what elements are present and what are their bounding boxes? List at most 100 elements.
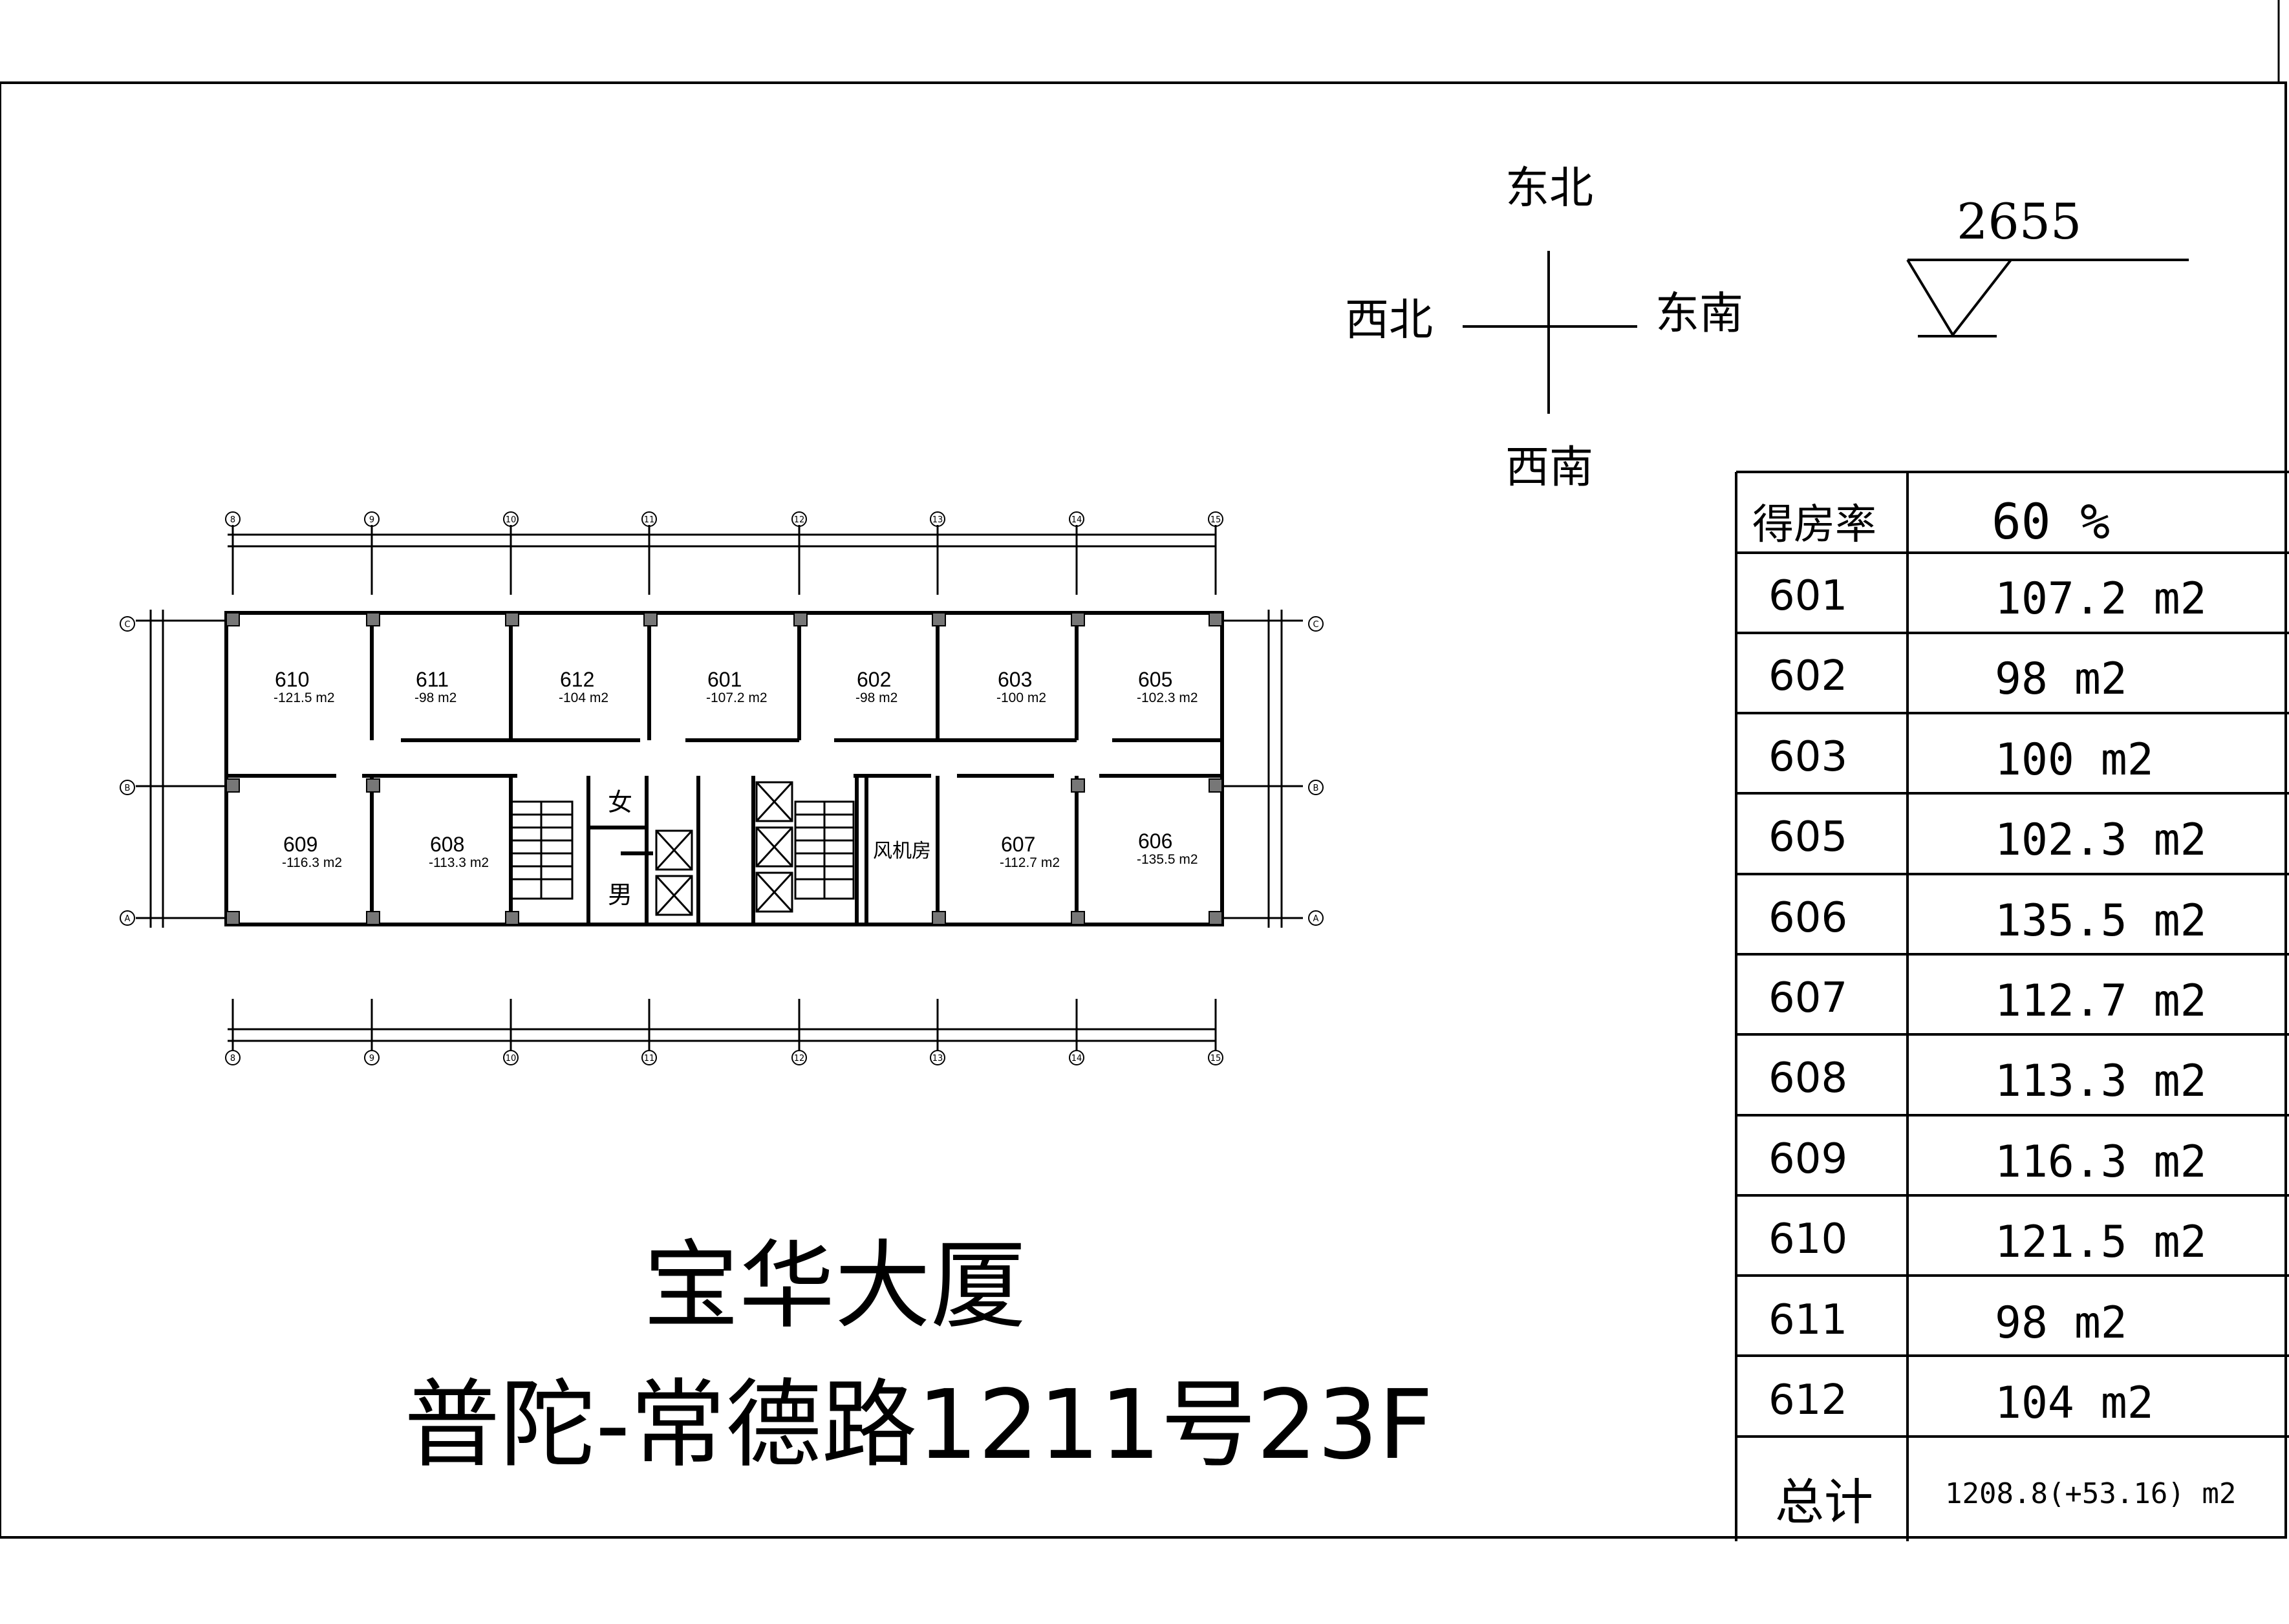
table-room-610: 610 — [1768, 1215, 1848, 1264]
axis-left-B — [120, 780, 135, 795]
axis-top-12 — [791, 511, 807, 527]
compass-south: 西南 — [1505, 442, 1594, 493]
plan-area-603: -100 m2 — [996, 690, 1047, 705]
plan-room-607: 607 — [1001, 833, 1036, 856]
axis-bottom-9 — [364, 1050, 380, 1065]
plan-area-610: -121.5 m2 — [274, 690, 335, 705]
table-area-609: 116.3 m2 — [1995, 1136, 2207, 1188]
axis-bottom-8-label: 8 — [230, 1054, 235, 1063]
axis-top-8 — [225, 511, 241, 527]
axis-top-14-label: 14 — [1071, 515, 1082, 525]
table-room-605: 605 — [1768, 813, 1848, 862]
right-dimension — [1222, 610, 1303, 928]
plan-room-609: 609 — [283, 833, 318, 856]
axis-left-C — [120, 616, 135, 632]
axis-bottom-9-label: 9 — [369, 1054, 374, 1063]
axis-top-15 — [1208, 511, 1223, 527]
axis-top-9-label: 9 — [369, 515, 374, 525]
axis-bottom-13-label: 13 — [932, 1054, 943, 1063]
axis-bottom-14 — [1069, 1050, 1084, 1065]
total-label: 总计 — [1775, 1473, 1873, 1531]
women-wc: 女 — [608, 788, 633, 817]
building-title: 宝华大厦 — [643, 1230, 1026, 1341]
table-area-610: 121.5 m2 — [1995, 1217, 2207, 1268]
axis-top-13-label: 13 — [932, 515, 943, 525]
table-area-605: 102.3 m2 — [1995, 815, 2207, 866]
plan-area-605: -102.3 m2 — [1137, 690, 1198, 705]
table-area-603: 100 m2 — [1995, 734, 2154, 785]
building-walls — [224, 611, 1224, 926]
compass-north: 东北 — [1505, 163, 1594, 214]
stair-left — [510, 800, 574, 900]
plan-area-608: -113.3 m2 — [429, 855, 489, 870]
table-room-607: 607 — [1768, 974, 1848, 1022]
axis-bottom-15 — [1208, 1050, 1223, 1065]
plan-area-606: -135.5 m2 — [1137, 852, 1198, 867]
plan-area-602: -98 m2 — [855, 690, 898, 705]
table-room-611: 611 — [1768, 1296, 1848, 1344]
plan-room-608: 608 — [430, 833, 465, 856]
table-area-608: 113.3 m2 — [1995, 1056, 2207, 1107]
axis-top-14 — [1069, 511, 1084, 527]
plan-room-601: 601 — [707, 668, 742, 691]
elevators — [655, 781, 793, 916]
men-wc: 男 — [608, 881, 633, 909]
elevation-value: 2655 — [1957, 193, 2082, 250]
table-room-609: 609 — [1768, 1135, 1848, 1183]
axis-top-10 — [503, 511, 519, 527]
plan-area-612: -104 m2 — [559, 690, 609, 705]
axis-bottom-12-label: 12 — [794, 1054, 805, 1063]
table-room-612: 612 — [1768, 1376, 1848, 1424]
axis-top-15-label: 15 — [1210, 515, 1221, 525]
axis-top-11-label: 11 — [644, 515, 655, 525]
axis-top-10-label: 10 — [506, 515, 517, 525]
plan-room-605: 605 — [1138, 668, 1173, 691]
axis-bottom-8 — [225, 1050, 241, 1065]
axis-top-13 — [930, 511, 945, 527]
axis-bottom-10-label: 10 — [506, 1054, 517, 1063]
columns — [226, 612, 1223, 925]
plan-area-607: -112.7 m2 — [1000, 855, 1060, 870]
axis-left-B-label: B — [125, 784, 131, 793]
bottom-dimension — [228, 999, 1217, 1051]
table-area-606: 135.5 m2 — [1995, 895, 2207, 946]
table-area-612: 104 m2 — [1995, 1378, 2154, 1429]
stair-right — [794, 800, 855, 900]
table-room-603: 603 — [1768, 732, 1848, 781]
axis-bottom-14-label: 14 — [1071, 1054, 1082, 1063]
rate-label: 得房率 — [1752, 501, 1876, 549]
fan-room: 风机房 — [873, 840, 931, 862]
plan-room-611: 611 — [416, 668, 449, 691]
total-value: 1208.8(+53.16) m2 — [1945, 1477, 2237, 1510]
table-room-601: 601 — [1768, 572, 1848, 620]
table-area-602: 98 m2 — [1995, 654, 2127, 705]
axis-bottom-10 — [503, 1050, 519, 1065]
plan-room-612: 612 — [560, 668, 595, 691]
table-area-607: 112.7 m2 — [1995, 976, 2207, 1027]
axis-left-C-label: C — [124, 620, 130, 630]
plan-room-606: 606 — [1138, 829, 1173, 853]
axis-left-A — [120, 910, 135, 926]
table-area-601: 107.2 m2 — [1995, 573, 2207, 625]
plan-area-601: -107.2 m2 — [706, 690, 768, 705]
axis-bottom-12 — [791, 1050, 807, 1065]
table-area-611: 98 m2 — [1995, 1297, 2127, 1349]
compass-cross — [1463, 251, 1637, 414]
axis-bottom-11 — [641, 1050, 657, 1065]
table-room-608: 608 — [1768, 1054, 1848, 1103]
axis-top-8-label: 8 — [230, 515, 235, 525]
axis-right-B — [1308, 780, 1324, 795]
axis-bottom-11-label: 11 — [644, 1054, 655, 1063]
rate-value: 60 % — [1992, 493, 2111, 550]
address: 普陀-常德路1211号23F — [404, 1369, 1434, 1480]
axis-bottom-13 — [930, 1050, 945, 1065]
plan-room-610: 610 — [275, 668, 310, 691]
axis-left-A-label: A — [125, 914, 131, 924]
axis-right-A-label: A — [1313, 914, 1319, 924]
table-room-606: 606 — [1768, 893, 1848, 942]
axis-right-A — [1308, 910, 1324, 926]
plan-room-603: 603 — [998, 668, 1033, 691]
axis-bottom-15-label: 15 — [1210, 1054, 1221, 1063]
